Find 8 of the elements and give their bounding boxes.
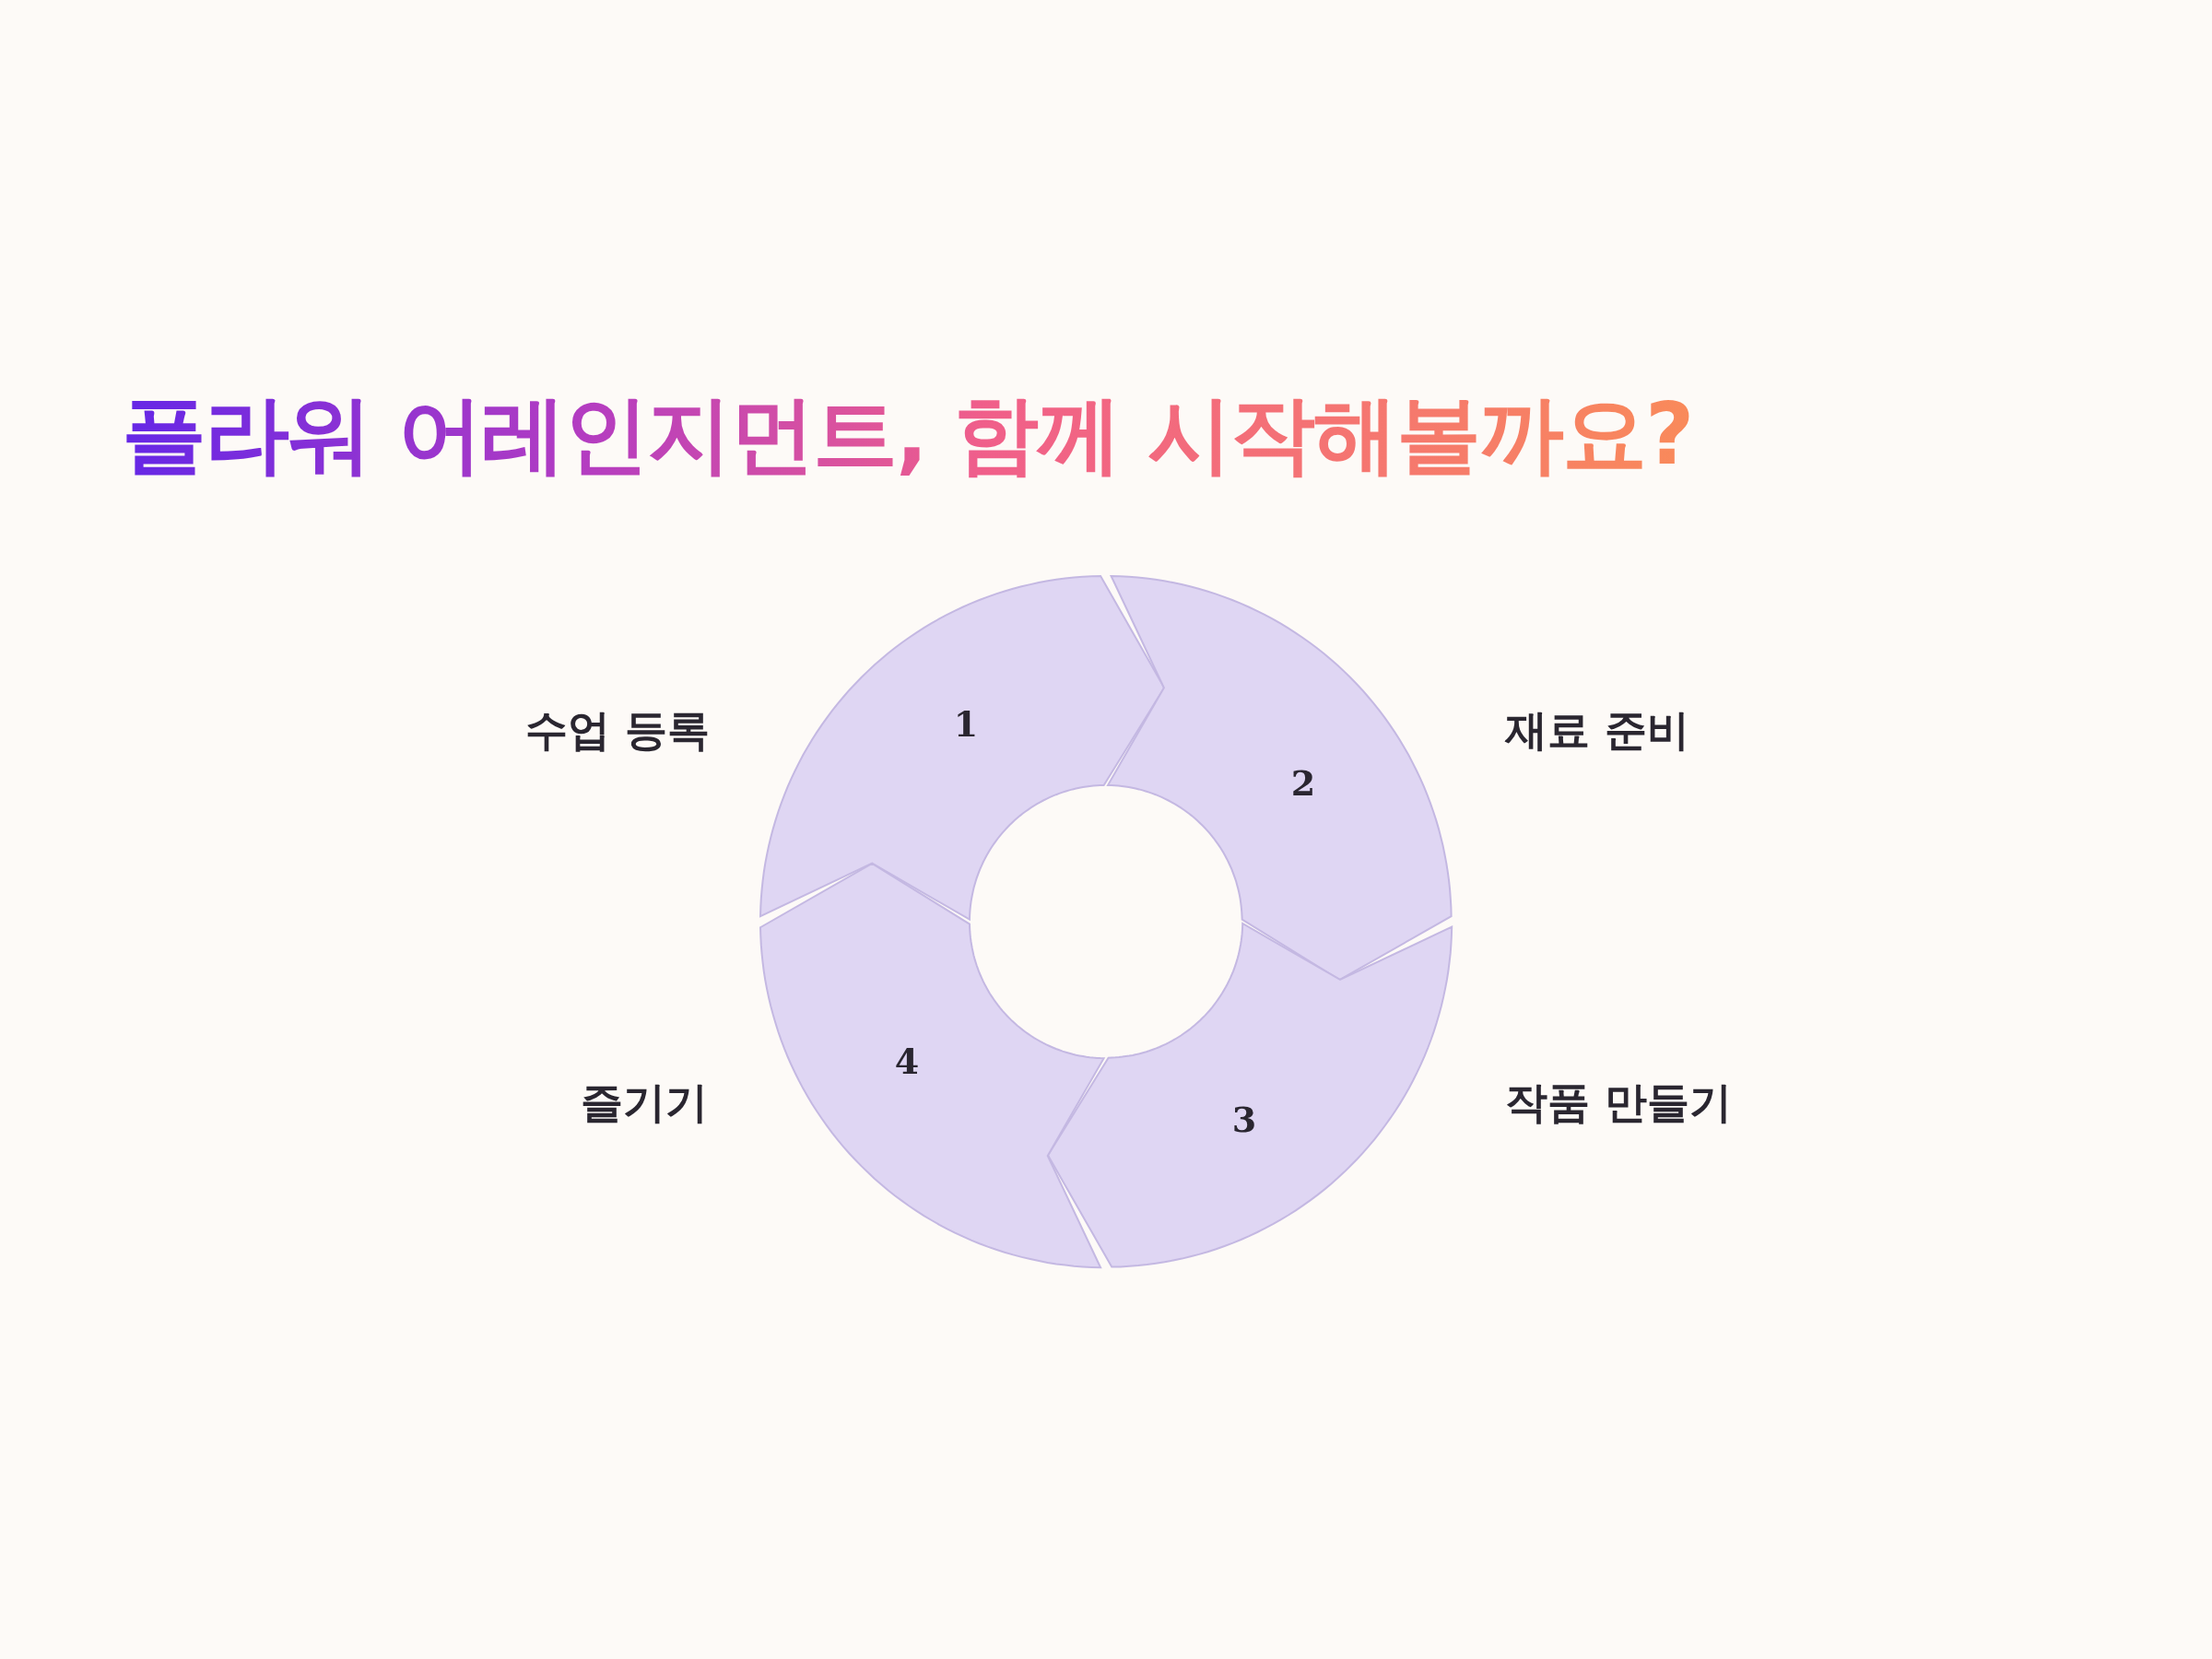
- step-label: 작품 만들기: [1505, 1077, 1732, 1129]
- step-label: 수업 등록: [524, 704, 710, 757]
- step-number: 2: [1290, 761, 1316, 804]
- step-label: 재료 준비: [1505, 704, 1689, 757]
- step-number: 4: [894, 1040, 920, 1082]
- step-number: 3: [1231, 1098, 1257, 1140]
- step-number: 1: [953, 702, 979, 745]
- step-label: 즐기기: [581, 1077, 708, 1129]
